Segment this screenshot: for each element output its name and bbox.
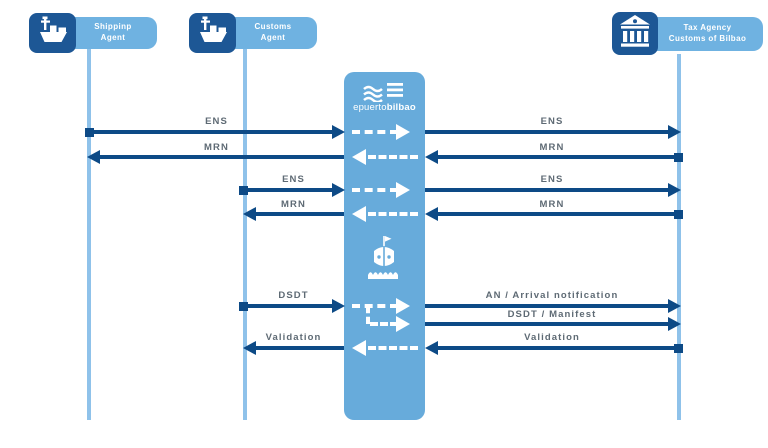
msg-label-mrn-2-right: MRN xyxy=(539,199,565,210)
msg-mrn-2-line-right xyxy=(438,212,679,216)
ship-icon xyxy=(36,14,70,53)
shipping-agent-icon-box xyxy=(29,13,76,53)
arrowhead-left xyxy=(425,150,438,164)
arrowhead-right xyxy=(332,183,345,197)
arrowhead-left xyxy=(425,207,438,221)
arrowhead-left xyxy=(425,341,438,355)
msg-mrn-1-hub-dash xyxy=(368,155,418,159)
msg-validation-hub-dash xyxy=(368,346,418,350)
msg-mrn-1-line-right xyxy=(438,155,679,159)
lifeline-tax-agency xyxy=(677,54,681,420)
msg-label-mrn-2-left: MRN xyxy=(281,199,306,210)
arrowhead-right xyxy=(332,125,345,139)
msg-dsdt-manifest-line-right xyxy=(425,322,668,326)
arrowhead-right xyxy=(668,317,681,331)
msg-ens-2-hub-dash xyxy=(352,188,398,192)
msg-an-line-right xyxy=(425,304,668,308)
actor-shipping-agent-label1: Shippinp xyxy=(94,22,132,32)
msg-label-ens-1-left: ENS xyxy=(205,116,228,127)
msg-mrn-1-line-left xyxy=(100,155,344,159)
lifeline-shipping-agent xyxy=(87,49,91,420)
hub-epuertobilbao: epuertobilbao xyxy=(344,72,425,420)
arrowhead-right xyxy=(332,299,345,313)
lifeline-customs-agent xyxy=(243,49,247,420)
ship-bow-icon xyxy=(364,234,404,285)
waves-and-bars-icon xyxy=(362,82,406,107)
arrowhead-right-white xyxy=(396,298,410,314)
arrowhead-right xyxy=(668,183,681,197)
msg-ens-1-line-left xyxy=(89,130,332,134)
arrowhead-right-white xyxy=(396,316,410,332)
msg-label-ens-2-left: ENS xyxy=(282,174,305,185)
msg-label-validation-right: Validation xyxy=(524,332,580,343)
hub-brand: epuertobilbao xyxy=(344,102,425,113)
arrowhead-left xyxy=(243,207,256,221)
actor-tax-agency-label2: Customs of Bilbao xyxy=(668,34,747,43)
actor-customs-agent-label2: Agent xyxy=(260,33,286,42)
msg-ens-1-hub-dash xyxy=(352,130,398,134)
arrowhead-right xyxy=(668,125,681,139)
arrowhead-right-white xyxy=(396,124,410,140)
msg-label-ens-2-right: ENS xyxy=(540,174,564,185)
msg-ens-2-line-left xyxy=(243,188,332,192)
msg-validation-line-right xyxy=(438,346,679,350)
msg-validation-line-left xyxy=(256,346,344,350)
msg-dsdt-line-left xyxy=(243,304,332,308)
customs-agent-icon-box xyxy=(189,13,236,53)
msg-label-ens-1-right: ENS xyxy=(540,116,564,127)
msg-label-dsdt-left: DSDT xyxy=(278,290,309,301)
bank-icon xyxy=(618,13,652,54)
arrowhead-left xyxy=(243,341,256,355)
msg-mrn-2-hub-dash xyxy=(368,212,418,216)
arrowhead-left xyxy=(87,150,100,164)
msg-dsdt-hub-branch-dash xyxy=(366,306,370,324)
msg-mrn-2-line-left xyxy=(256,212,344,216)
msg-label-validation-left: Validation xyxy=(265,332,322,343)
msg-label-mrn-1-right: MRN xyxy=(539,142,565,153)
arrowhead-left-white xyxy=(352,149,366,165)
msg-an-hub-dash xyxy=(352,304,398,308)
msg-label-dsdt-manifest-right: DSDT / Manifest xyxy=(507,309,597,320)
arrowhead-right xyxy=(668,299,681,313)
msg-ens-2-line-right xyxy=(425,188,668,192)
hub-brand-bold: bilbao xyxy=(386,102,416,113)
hub-brand-light: epuerto xyxy=(353,102,387,113)
arrowhead-right-white xyxy=(396,182,410,198)
arrowhead-left-white xyxy=(352,206,366,222)
msg-ens-1-line-right xyxy=(425,130,668,134)
msg-label-an-right: AN / Arrival notification xyxy=(485,290,619,301)
actor-tax-agency-label1: Tax Agency xyxy=(683,23,732,33)
tax-agency-icon-box xyxy=(612,12,658,55)
msg-label-mrn-1-left: MRN xyxy=(204,142,229,153)
msg-dsdt-manifest-hub-dash xyxy=(370,322,398,326)
arrowhead-left-white xyxy=(352,340,366,356)
ship-icon xyxy=(196,14,230,53)
actor-shipping-agent-label2: Agent xyxy=(100,33,126,42)
actor-customs-agent-label1: Customs xyxy=(254,22,292,32)
